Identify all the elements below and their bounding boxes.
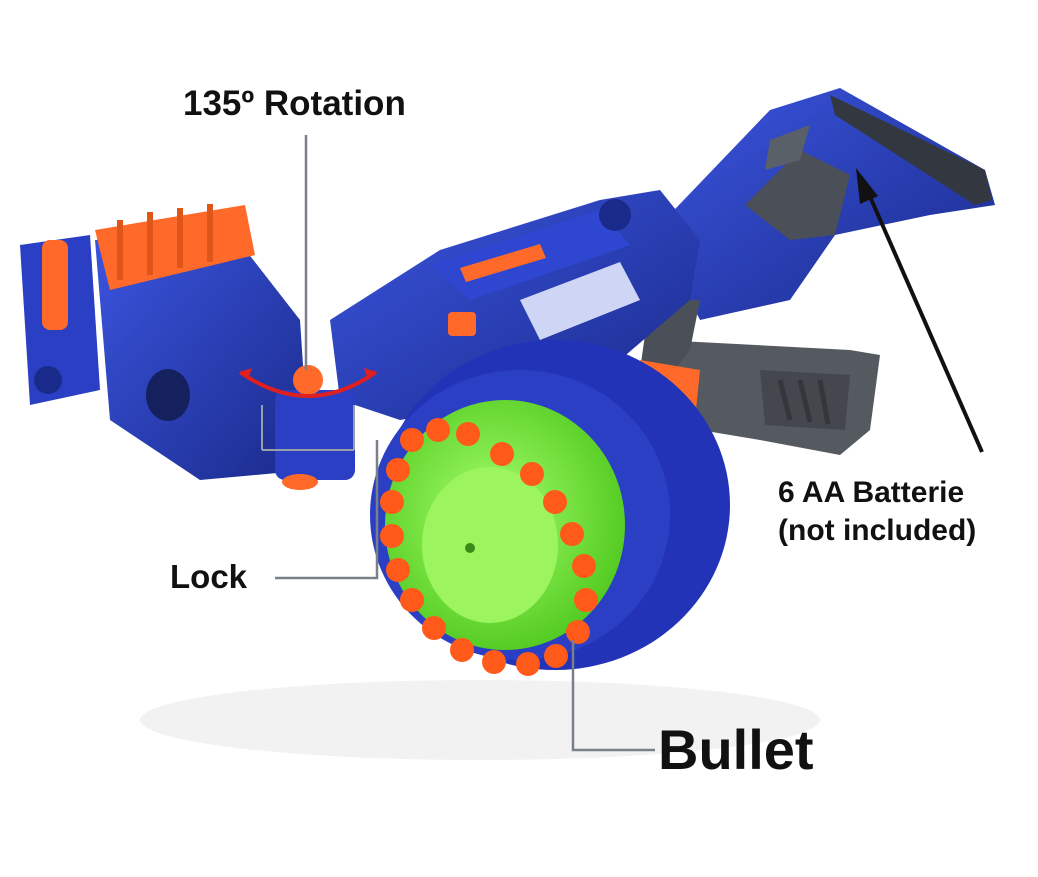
- blaster-barrel: [20, 204, 355, 490]
- rotation-indicator: [238, 368, 378, 451]
- floor-shadow: [140, 680, 820, 760]
- dart-tips: [380, 418, 598, 676]
- lock-leader: [275, 440, 379, 580]
- blaster-stock: [655, 88, 995, 320]
- battery-arrow: [856, 168, 984, 453]
- battery-label-line1: 6 AA Batterie: [778, 476, 965, 509]
- bullet-leader: [571, 640, 655, 752]
- lock-label: Lock: [170, 558, 248, 595]
- battery-label-line2: (not included): [778, 513, 977, 547]
- bullet-label: Bullet: [658, 718, 814, 781]
- rotation-label: 135º Rotation: [183, 84, 406, 123]
- battery-label: 6 AA Batterie (not included): [778, 474, 976, 549]
- leader-lines: [275, 135, 655, 752]
